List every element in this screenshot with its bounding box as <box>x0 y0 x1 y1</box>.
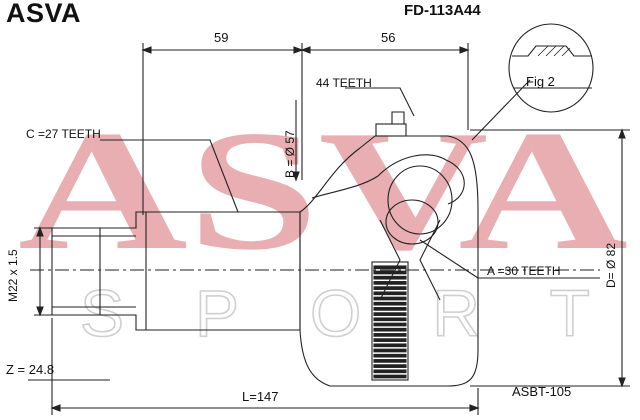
watermark-asva: ASVA <box>18 96 628 286</box>
watermark: ASVA SPORT <box>18 96 628 351</box>
dim-59-label: 59 <box>214 30 229 45</box>
abs-tooth <box>373 317 407 322</box>
abs-tooth <box>373 275 407 280</box>
abs-tooth <box>373 265 407 270</box>
brand-logo: ASVA <box>6 0 82 28</box>
bell-housing <box>299 135 479 387</box>
abs-tooth <box>373 343 407 348</box>
asbt-code: ASBT-105 <box>512 384 572 399</box>
abs-tooth <box>373 364 407 368</box>
watermark-sport: SPORT <box>80 276 590 350</box>
c-teeth-label: C =27 TEETH <box>26 127 101 141</box>
dim-z-label: Z = 24.8 <box>6 362 55 377</box>
teeth-44-label: 44 TEETH <box>316 76 372 90</box>
dim-l-label: L=147 <box>242 389 279 404</box>
abs-tooth <box>373 369 407 374</box>
abs-tooth <box>373 322 407 327</box>
abs-tooth <box>373 291 407 296</box>
abs-tooth <box>373 359 407 363</box>
abs-tooth <box>373 296 407 301</box>
dim-56-label: 56 <box>381 30 396 45</box>
thread-label: M22 x 1.5 <box>6 249 20 302</box>
abs-tooth <box>373 307 407 311</box>
abs-tooth <box>373 301 407 306</box>
abs-tooth <box>373 333 407 337</box>
abs-tooth <box>373 353 407 358</box>
abs-tooth <box>373 348 407 353</box>
abs-ring <box>371 261 409 381</box>
abs-tooth <box>373 281 407 285</box>
abs-tooth <box>373 374 407 379</box>
abs-tooth <box>373 312 407 316</box>
abs-tooth <box>373 327 407 332</box>
dim-d-label: D= Ø 82 <box>604 242 618 288</box>
dim-b-label: B = Ø 57 <box>283 130 297 178</box>
fig-label: Fig 2 <box>526 74 555 89</box>
abs-tooth <box>373 286 407 290</box>
fig2-detail <box>508 23 594 113</box>
part-number: FD-113A44 <box>404 2 481 19</box>
abs-tooth <box>373 338 407 342</box>
abs-tooth <box>373 270 407 275</box>
a-teeth-label: A =30 TEETH <box>487 264 561 278</box>
